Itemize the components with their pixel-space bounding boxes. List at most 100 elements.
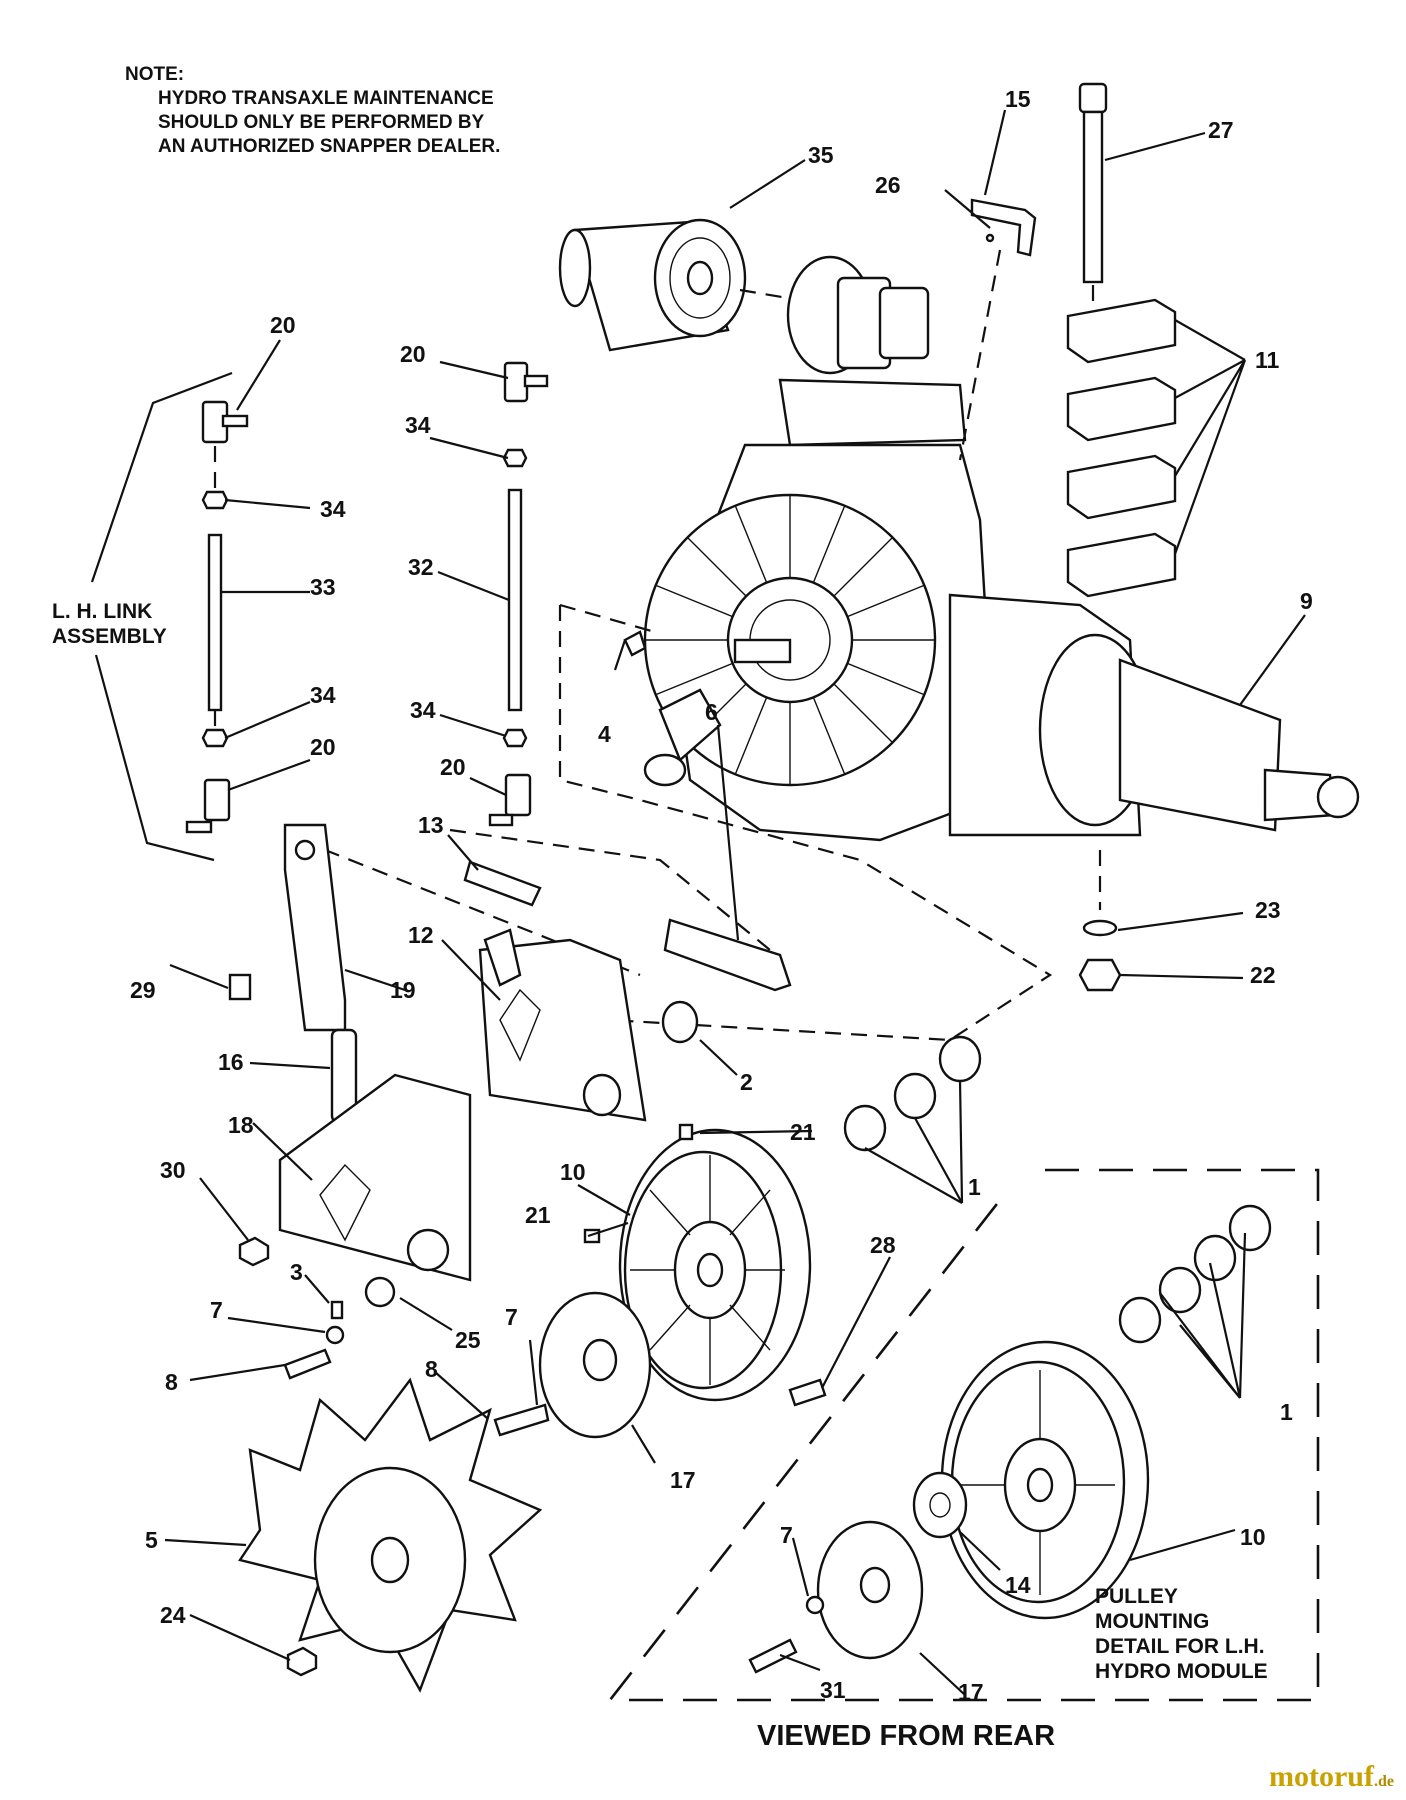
callout-26: 26 (875, 172, 901, 198)
callout-7: 7 (210, 1297, 223, 1323)
callout-5: 5 (145, 1527, 158, 1553)
detail-shim (1228, 1204, 1272, 1252)
leader-lines (164, 109, 1306, 1696)
link-rod-33 (207, 533, 223, 712)
valve-block (878, 286, 930, 360)
ball-joint-lower-left (203, 778, 231, 822)
detail-shim (1158, 1266, 1202, 1314)
callout-29: 29 (130, 977, 156, 1003)
callout-20: 20 (270, 312, 296, 338)
callout-10: 10 (1240, 1524, 1266, 1550)
pin-15 (970, 198, 1037, 257)
pulley-detail-label-4: HYDRO MODULE (1095, 1660, 1268, 1683)
callout-34: 34 (405, 412, 431, 438)
bolt-and-spacers (1066, 82, 1177, 992)
plate-18 (278, 1073, 472, 1282)
jam-nut (502, 728, 528, 748)
bracket-19 (283, 823, 347, 1032)
axle-hub (1316, 775, 1360, 819)
bolt-29 (228, 973, 252, 1001)
pulley-spokes (630, 1155, 785, 1385)
bolt-6 (663, 918, 792, 992)
callout-24: 24 (160, 1602, 186, 1628)
key-4 (623, 630, 647, 657)
screw-28 (788, 1378, 827, 1407)
ball-joint-upper (503, 361, 529, 403)
bolt-8b (493, 1403, 550, 1437)
top-cover (778, 378, 967, 447)
callout-7: 7 (780, 1522, 793, 1548)
guide-line (739, 288, 801, 302)
detail-shim (1193, 1234, 1237, 1282)
callout-33: 33 (310, 574, 336, 600)
plate-slot (499, 988, 541, 1062)
pulley-detail-label-2: MOUNTING (1095, 1610, 1209, 1633)
detail-border (607, 1168, 1320, 1702)
filter-base (558, 228, 592, 308)
detail-pulley-bore (1026, 1467, 1054, 1503)
washer-25 (364, 1276, 396, 1308)
hub-center (582, 1338, 618, 1382)
pulley-detail-label-1: PULLEY (1095, 1585, 1178, 1608)
bracket-upper (90, 371, 233, 583)
watermark-tld: .de (1374, 1773, 1394, 1790)
callout-1: 1 (1280, 1399, 1293, 1425)
callout-14: 14 (1005, 1572, 1031, 1598)
callout-17: 17 (670, 1467, 696, 1493)
callout-4: 4 (598, 721, 611, 747)
callout-8: 8 (165, 1369, 178, 1395)
bearing-bore (929, 1492, 951, 1518)
callout-2: 2 (740, 1069, 753, 1095)
note-line-2: SHOULD ONLY BE PERFORMED BY (158, 112, 485, 133)
callout-8: 8 (425, 1356, 438, 1382)
jam-nut (201, 490, 229, 510)
link-assembly-label-1: L. H. LINK (52, 600, 152, 623)
shaft-housing (658, 688, 722, 763)
ball-stud (488, 813, 514, 827)
callout-21: 21 (525, 1202, 551, 1228)
callout-13: 13 (418, 812, 444, 838)
axle-tube (1118, 658, 1282, 832)
maintenance-note: NOTE: HYDRO TRANSAXLE MAINTENANCE SHOULD… (125, 64, 500, 157)
bent-pin (970, 198, 1037, 257)
callout-leaders (164, 109, 1306, 1696)
callout-16: 16 (218, 1049, 244, 1075)
note-line-1: HYDRO TRANSAXLE MAINTENANCE (158, 88, 494, 109)
nut-30 (238, 1236, 270, 1267)
spacer-block (1066, 376, 1177, 442)
pulley-10 (583, 1123, 827, 1407)
snap-ring-2 (661, 1000, 699, 1044)
callout-6: 6 (705, 699, 718, 725)
link-assembly-label-2: ASSEMBLY (52, 625, 167, 648)
callout-17: 17 (958, 1679, 984, 1705)
callout-1: 1 (968, 1174, 981, 1200)
callout-15: 15 (1005, 86, 1031, 112)
detail-shim (1118, 1296, 1162, 1344)
callout-11: 11 (1255, 347, 1280, 373)
bracket-hole (294, 839, 316, 861)
filter-ring (669, 237, 731, 319)
shim-washer (938, 1035, 982, 1083)
callout-22: 22 (1250, 962, 1276, 988)
detail-hub-center (859, 1566, 891, 1604)
callout-27: 27 (1208, 117, 1234, 143)
hydro-transaxle-9 (643, 249, 1360, 910)
ball-stud (523, 374, 549, 388)
filter-port (686, 260, 714, 296)
detail-lock-washer-7 (805, 1595, 825, 1615)
callout-3: 3 (290, 1259, 303, 1285)
shim-washers-1 (843, 1035, 982, 1152)
callout-18: 18 (228, 1112, 254, 1138)
callout-20: 20 (440, 754, 466, 780)
bolt-31 (748, 1638, 798, 1674)
fan-bore (370, 1536, 410, 1584)
callout-25: 25 (455, 1327, 481, 1353)
callout-10: 10 (560, 1159, 586, 1185)
callout-20: 20 (400, 341, 426, 367)
note-line-3: AN AUTHORIZED SNAPPER DEALER. (158, 136, 500, 157)
pulley-detail-label-3: DETAIL FOR L.H. (1095, 1635, 1265, 1658)
callout-21: 21 (790, 1119, 816, 1145)
callout-23: 23 (1255, 897, 1281, 923)
